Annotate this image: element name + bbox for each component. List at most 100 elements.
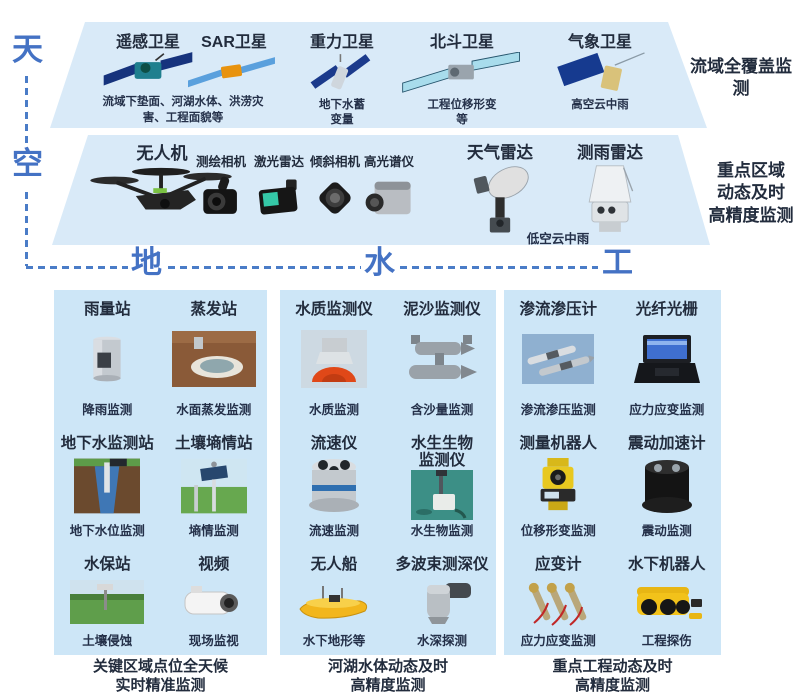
multibeam-echosounder-image — [411, 573, 473, 630]
equipment-card: 雨量站 降雨监测 — [54, 290, 161, 424]
lidar-icon — [254, 172, 304, 224]
equipment-caption: 降雨监测 — [82, 403, 133, 417]
equipment-card: 水下机器人 工程探伤 — [613, 545, 722, 655]
equipment-caption: 水面蒸发监测 — [176, 403, 252, 417]
equipment-label: 无人船 — [310, 556, 358, 573]
equipment-label: 水保站 — [83, 556, 131, 573]
equipment-caption: 墒情监测 — [188, 524, 239, 538]
drone-icon — [89, 163, 235, 225]
seepage-piezometer-image — [522, 318, 595, 399]
oblique-camera-icon — [311, 172, 359, 224]
soil-moisture-station-image — [180, 452, 247, 520]
robotic-total-station-image — [530, 452, 586, 520]
unmanned-boat-image — [296, 573, 372, 630]
radar-item: 测雨雷达 — [558, 139, 662, 242]
radar-caption: 低空云中雨 — [526, 232, 590, 246]
equipment-caption: 现场监视 — [188, 634, 239, 648]
sensor-label: 激光雷达 — [253, 155, 304, 169]
satellite-label: 遥感卫星 — [115, 34, 180, 51]
equipment-label: 渗流渗压计 — [519, 301, 597, 318]
radar-label: 天气雷达 — [467, 144, 533, 162]
equipment-caption: 应力应变监测 — [629, 403, 705, 417]
mapping-camera-icon — [196, 172, 246, 224]
sensor-label: 测绘相机 — [195, 155, 246, 169]
rail-water-label: 水 — [364, 245, 395, 280]
equipment-card: 水保站 土壤侵蚀 — [54, 545, 161, 655]
underwater-robot-image — [631, 573, 703, 630]
equipment-label: 应变计 — [534, 556, 582, 573]
rail-sky-label: 天 — [12, 32, 43, 67]
vibration-accelerometer-image — [640, 452, 694, 520]
equipment-label: 蒸发站 — [190, 301, 237, 318]
equipment-caption: 应力应变监测 — [520, 634, 596, 648]
dashed-connector — [25, 76, 28, 146]
sensor-label: 倾斜相机 — [309, 155, 360, 169]
sar-satellite-icon — [188, 51, 280, 95]
hyperspectral-imager-icon — [362, 172, 416, 224]
equipment-caption: 土壤侵蚀 — [82, 634, 133, 648]
drone-label: 无人机 — [136, 144, 188, 163]
equipment-caption: 位移形变监测 — [520, 524, 596, 538]
satellite-item: 遥感卫星 — [100, 28, 196, 95]
equipment-label: 震动加速计 — [627, 435, 706, 452]
equipment-label: 测量机器人 — [519, 435, 597, 452]
sensor-item: 高光谱仪 — [360, 151, 418, 224]
video-camera-image — [183, 573, 245, 630]
equipment-card: 泥沙监测仪 含沙量监测 — [388, 290, 496, 424]
equipment-card: 水生生物 监测仪 水生物监测 — [388, 424, 496, 545]
equipment-card: 蒸发站 水面蒸发监测 — [161, 290, 268, 424]
equipment-caption: 水下地形等 — [302, 634, 366, 648]
satellite-label: 北斗卫星 — [429, 34, 494, 51]
rain-radar-icon — [578, 164, 642, 242]
gravity-satellite-icon — [304, 51, 380, 95]
dashed-connector — [26, 266, 128, 269]
water-quality-monitor-image — [301, 318, 367, 399]
equipment-caption: 含沙量监测 — [410, 403, 474, 417]
satellite-item: 气象卫星 高空云中雨 — [552, 28, 648, 113]
equipment-label: 视频 — [198, 556, 230, 573]
equipment-caption: 震动监测 — [641, 524, 692, 538]
water-panel: 水质监测仪 水质监测 泥沙监测仪 — [280, 290, 496, 655]
sky-band: 遥感卫星 SAR卫星 重力卫 — [50, 22, 707, 128]
equipment-label: 流速仪 — [310, 435, 358, 452]
satellite-label: SAR卫星 — [201, 34, 267, 51]
rail-air-label: 空 — [12, 146, 43, 181]
evaporation-station-image — [171, 318, 256, 399]
rain-gauge-image — [83, 318, 131, 399]
dashed-connector — [168, 266, 361, 269]
satellite-caption: 工程位移形变 等 — [427, 99, 497, 126]
radar-label: 测雨雷达 — [577, 144, 643, 162]
equipment-label: 泥沙监测仪 — [403, 301, 481, 318]
equipment-caption: 水生物监测 — [410, 524, 474, 538]
dashed-connector — [400, 266, 598, 269]
satellite-shared-caption: 流域下垫面、河湖水体、洪涝灾 害、工程面貌等 — [102, 96, 264, 124]
equipment-label: 地下水监测站 — [60, 435, 154, 452]
equipment-label: 水质监测仪 — [295, 301, 373, 318]
equipment-card: 流速仪 流速监测 — [280, 424, 388, 545]
satellite-caption: 地下水蓄 变量 — [319, 99, 365, 126]
satellite-caption: 高空云中雨 — [571, 99, 629, 111]
equipment-card: 地下水监测站 地下水位监测 — [54, 424, 161, 545]
sensor-item: 倾斜相机 — [306, 151, 364, 224]
equipment-card: 震动加速计 震动监测 — [613, 424, 722, 545]
ground-panel-footer: 关键区域点位全天候 实时精准监测 — [92, 658, 228, 694]
equipment-label: 水下机器人 — [627, 556, 706, 573]
equipment-caption: 流速监测 — [308, 524, 359, 538]
equipment-card: 光纤光栅 应力应变监测 — [613, 290, 722, 424]
weather-radar-icon — [467, 164, 533, 242]
equipment-card: 测量机器人 位移形变监测 — [504, 424, 613, 545]
air-band: 无人机 测绘相机 — [52, 135, 710, 246]
air-band-side-label: 重点区域 动态及时 高精度监测 — [708, 161, 794, 225]
dashed-connector — [25, 192, 28, 266]
equipment-caption: 工程探伤 — [641, 634, 692, 648]
equipment-card: 无人船 水下地形等 — [280, 545, 388, 655]
weather-satellite-icon — [552, 51, 648, 95]
rail-engineering-label: 工 — [602, 245, 633, 280]
equipment-card: 水质监测仪 水质监测 — [280, 290, 388, 424]
groundwater-station-image — [74, 452, 141, 520]
current-meter-image — [306, 452, 362, 520]
equipment-label: 雨量站 — [83, 301, 131, 318]
equipment-card: 视频 现场监视 — [161, 545, 268, 655]
sky-band-side-label: 流域全覆盖监测 — [690, 57, 792, 99]
